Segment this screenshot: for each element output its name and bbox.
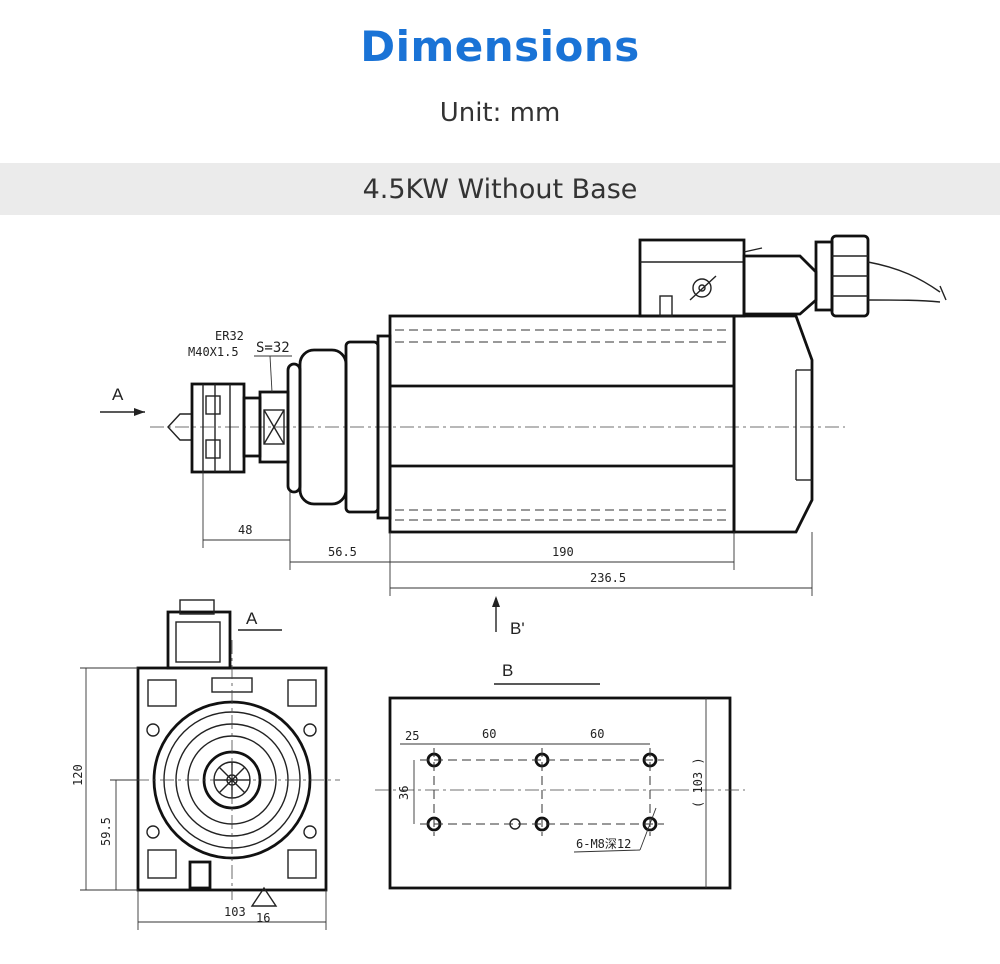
bottom-view: B 25 60 60 36 ( 103 ) 6-M8深12	[375, 661, 745, 890]
section-label: 4.5KW Without Base	[362, 174, 638, 205]
view-b-prime-label: B'	[510, 619, 525, 638]
dim-60-b: 60	[590, 727, 604, 741]
wrench-label: S=32	[256, 340, 290, 356]
dim-103: 103	[224, 905, 246, 919]
view-a-title: A	[246, 609, 258, 628]
front-view: A 120	[71, 599, 340, 930]
side-view: A	[100, 234, 947, 638]
view-b-title: B	[502, 661, 513, 680]
collet-label: ER32	[215, 329, 244, 343]
section-band: 4.5KW Without Base	[0, 163, 1000, 215]
dim-56-5: 56.5	[328, 545, 357, 559]
dim-190: 190	[552, 545, 574, 559]
dim-36: 36	[397, 786, 411, 800]
dim-48: 48	[238, 523, 252, 537]
dim-25: 25	[405, 729, 419, 743]
dim-60-a: 60	[482, 727, 496, 741]
page-title: Dimensions	[360, 22, 640, 71]
dim-59-5: 59.5	[99, 817, 113, 846]
view-a-arrow-label: A	[112, 385, 124, 404]
technical-drawing: A	[71, 234, 947, 930]
dim-16: 16	[256, 911, 270, 925]
dim-236-5: 236.5	[590, 571, 626, 585]
dim-120: 120	[71, 764, 85, 786]
thread-label: M40X1.5	[188, 345, 239, 359]
unit-label: Unit: mm	[439, 98, 561, 128]
dim-103-ref: ( 103 )	[691, 757, 705, 808]
holes-note: 6-M8深12	[576, 837, 631, 851]
